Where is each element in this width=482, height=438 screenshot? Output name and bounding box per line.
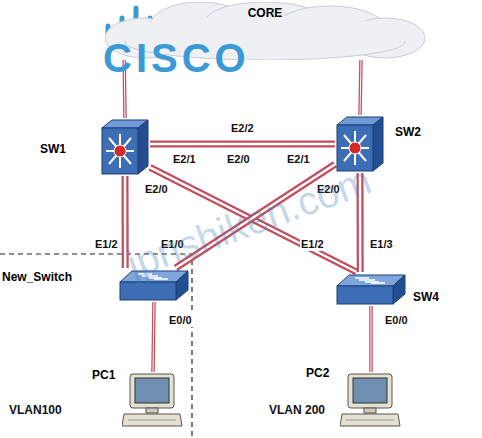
vlan-label: VLAN 200 [268, 404, 326, 417]
node-name: CORE [248, 6, 283, 20]
port-label: E1/2 [94, 238, 119, 251]
switch-node: SW1 [100, 118, 150, 176]
link-line-inner [150, 143, 335, 146]
vlan-region-dashed [0, 254, 192, 438]
network-link [360, 60, 361, 115]
port-label: E0/0 [384, 314, 409, 327]
port-label: E2/1 [172, 153, 197, 166]
link-line-inner [371, 306, 372, 372]
node-name: SW4 [413, 290, 439, 304]
l2-icon [335, 272, 407, 306]
pc-icon [340, 372, 402, 428]
link-line-inner [153, 302, 154, 372]
watermark: jpnshiken.com [120, 157, 377, 286]
node-name: PC2 [306, 366, 329, 380]
port-label: E2/1 [286, 153, 311, 166]
network-link [150, 144, 335, 145]
node-name: SW1 [40, 142, 66, 156]
vlan-label: VLAN100 [8, 404, 63, 417]
logo-text: CISCO [102, 36, 251, 80]
network-link [153, 302, 154, 372]
node-name: PC1 [92, 368, 115, 382]
link-line [360, 60, 361, 115]
pc-icon [122, 372, 184, 428]
port-label: E2/2 [230, 122, 255, 135]
port-label: E1/2 [300, 238, 325, 251]
port-label: E2/0 [226, 153, 251, 166]
port-label: E2/0 [144, 183, 169, 196]
port-label: E0/0 [168, 314, 193, 327]
l3-icon [100, 118, 150, 176]
network-link [371, 306, 372, 372]
switch-node: SW4 [335, 272, 407, 306]
link-line [369, 306, 373, 372]
pc-node: PC1 [122, 372, 184, 428]
node-name: SW2 [395, 125, 421, 139]
link-line-inner [360, 60, 361, 115]
link-line [153, 302, 154, 372]
pc-node: PC2 [340, 372, 402, 428]
link-line [150, 141, 335, 148]
node-name: New_Switch [2, 270, 72, 284]
port-label: E1/3 [369, 238, 394, 251]
